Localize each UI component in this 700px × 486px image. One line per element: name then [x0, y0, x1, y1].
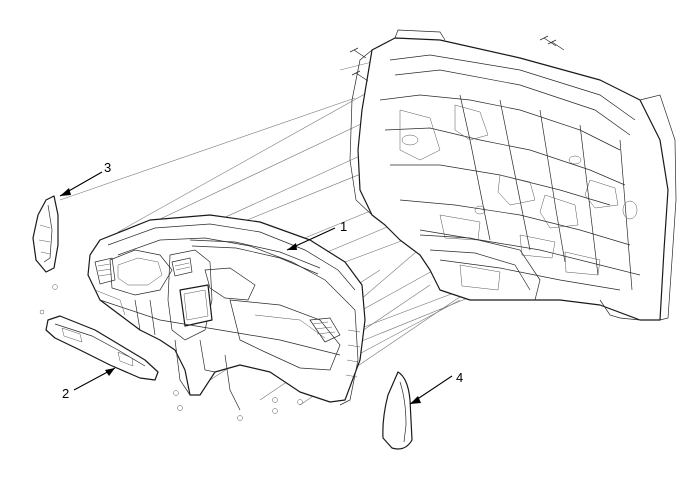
- callout-4: 4: [409, 370, 463, 405]
- callout-1: 1: [286, 219, 347, 251]
- callout-3-label: 3: [104, 160, 111, 175]
- callout-4-label: 4: [456, 370, 463, 385]
- side-cover-left: [32, 195, 59, 273]
- side-cover-right: [382, 371, 413, 450]
- mounting-bolts-top: [349, 35, 565, 82]
- lower-crash-pad-panel: [45, 315, 159, 381]
- mounting-screws: [39, 284, 303, 421]
- callout-2-label: 2: [62, 386, 69, 401]
- body-shell: [349, 29, 677, 321]
- callout-2: 2: [62, 367, 116, 401]
- callout-1-label: 1: [340, 219, 347, 234]
- callout-3: 3: [59, 160, 111, 197]
- crash-pad-assembly: [87, 214, 366, 411]
